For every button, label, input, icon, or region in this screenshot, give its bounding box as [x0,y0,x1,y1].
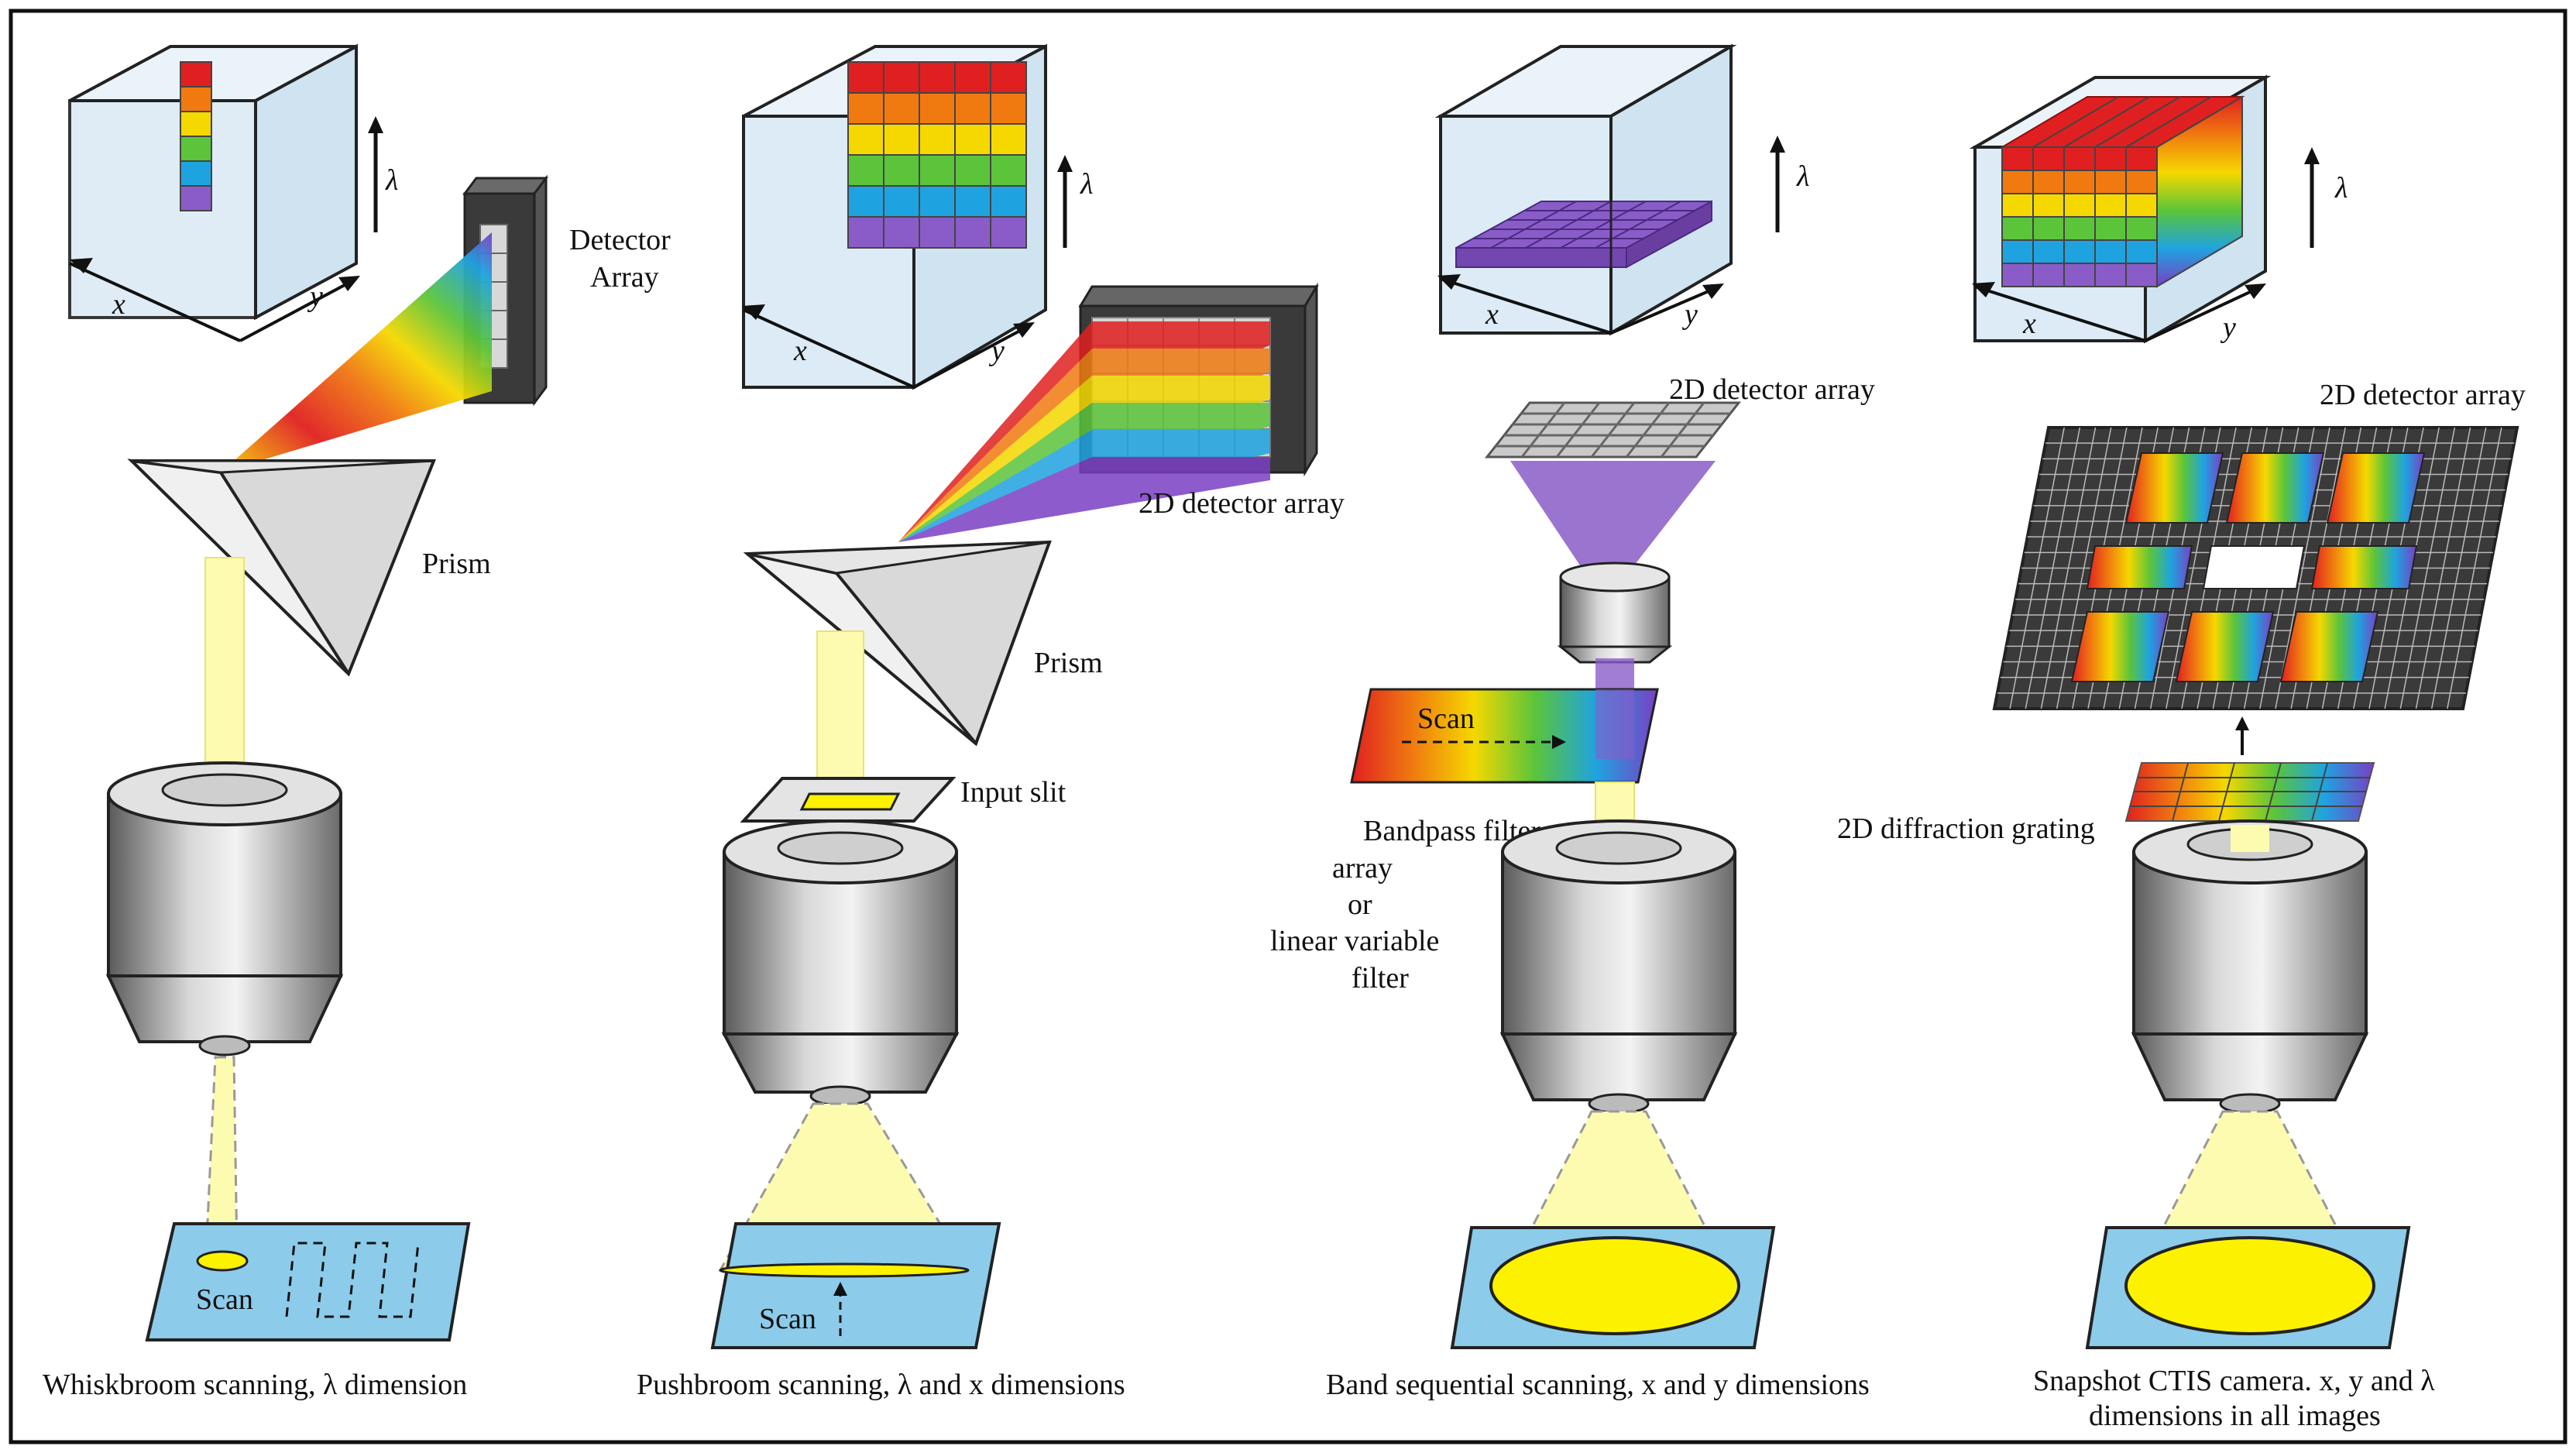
panel-snapshot-ctis: x y λ 2D detector array 2D diffr [1837,74,2526,1432]
diffraction-grating [2124,762,2375,822]
detector-label-line1: Detector [569,224,671,256]
caption-band-sequential: Band sequential scanning, x and y dimens… [1326,1369,1870,1401]
panel-band-sequential: x y λ 2D detector array Scan Bandpass fi… [1270,43,1875,1401]
dispersed-spectrum [221,232,492,472]
x-axis-arrow [1974,285,2146,342]
dispersed-spectrum [898,321,1270,542]
grating-label: 2D diffraction grating [1837,812,2095,845]
filter-label-line5: filter [1352,962,1409,994]
panel-whiskbroom: x y λ Detector Array Prism [43,43,671,1401]
prism [127,459,436,677]
y-axis-arrow [239,277,357,342]
detector-label: 2D detector array [2320,379,2526,411]
input-slit [740,777,957,823]
axis-y-label: y [1681,298,1698,331]
x-axis-arrow [69,262,241,342]
voxel-layer [1455,200,1712,269]
axis-x-label: x [793,335,807,367]
x-axis-arrow [1440,277,1612,335]
data-cube [1434,43,1737,336]
panel-pushbroom: x y λ 2D detector array Prism [637,43,1345,1401]
filtered-light-cone [1510,461,1716,565]
figure-frame [9,9,2567,1444]
y-axis-arrow [913,324,1031,389]
data-cube [742,43,1047,390]
y-axis-arrow [2145,285,2262,342]
filter-scan-label: Scan [1417,702,1475,735]
sample-stage [2085,1226,2411,1349]
objective-lens [721,819,960,1107]
scan-label: Scan [196,1283,253,1316]
caption-ctis-line2: dimensions in all images [2089,1400,2381,1432]
y-axis-arrow [1610,285,1720,335]
axis-x-label: x [2022,307,2036,340]
axis-y-label: y [2220,311,2236,344]
detector-array-2d [1992,426,2519,710]
illumination-cone [204,1056,239,1256]
caption-pushbroom: Pushbroom scanning, λ and x dimensions [637,1369,1125,1401]
voxel-block [1999,95,2245,288]
data-cube [1969,74,2272,344]
caption-whiskbroom: Whiskbroom scanning, λ dimension [43,1369,467,1401]
linear-variable-filter [1350,688,1659,784]
sample-stage [145,1222,471,1341]
axis-lambda-label: λ [385,164,398,197]
detector-label-line2: Array [590,261,659,294]
voxel-column [180,61,212,211]
prism-label: Prism [1034,647,1103,679]
axis-lambda-label: λ [2334,172,2348,204]
detector-array-2d [1484,401,1742,459]
objective-lens [1499,819,1738,1115]
filter-label-line2: array [1332,852,1393,885]
axis-y-label: y [307,280,323,313]
camera-lens [1557,562,1673,664]
scan-label: Scan [759,1303,816,1335]
sample-stage [710,1222,1001,1349]
light-beam [204,557,245,783]
prism [743,540,1052,747]
sample-stage [1450,1226,1776,1349]
detector-label: 2D detector array [1139,487,1345,520]
voxel-slab [847,61,1027,249]
axis-x-label: x [1485,298,1499,331]
axis-lambda-label: λ [1796,160,1809,193]
objective-lens [2131,819,2369,1115]
prism-label: Prism [422,548,491,580]
x-axis-arrow [743,308,915,389]
slit-label: Input slit [960,776,1066,809]
objective-lens [105,761,344,1056]
filter-label-line3: or [1348,888,1372,921]
filter-label-line4: linear variable [1270,925,1439,957]
axis-y-label: y [988,335,1005,367]
axis-x-label: x [112,288,125,321]
caption-ctis-line1: Snapshot CTIS camera. x, y and λ [2033,1365,2435,1397]
data-cube [68,43,358,321]
detector-label: 2D detector array [1669,373,1875,406]
axis-lambda-label: λ [1080,168,1093,201]
